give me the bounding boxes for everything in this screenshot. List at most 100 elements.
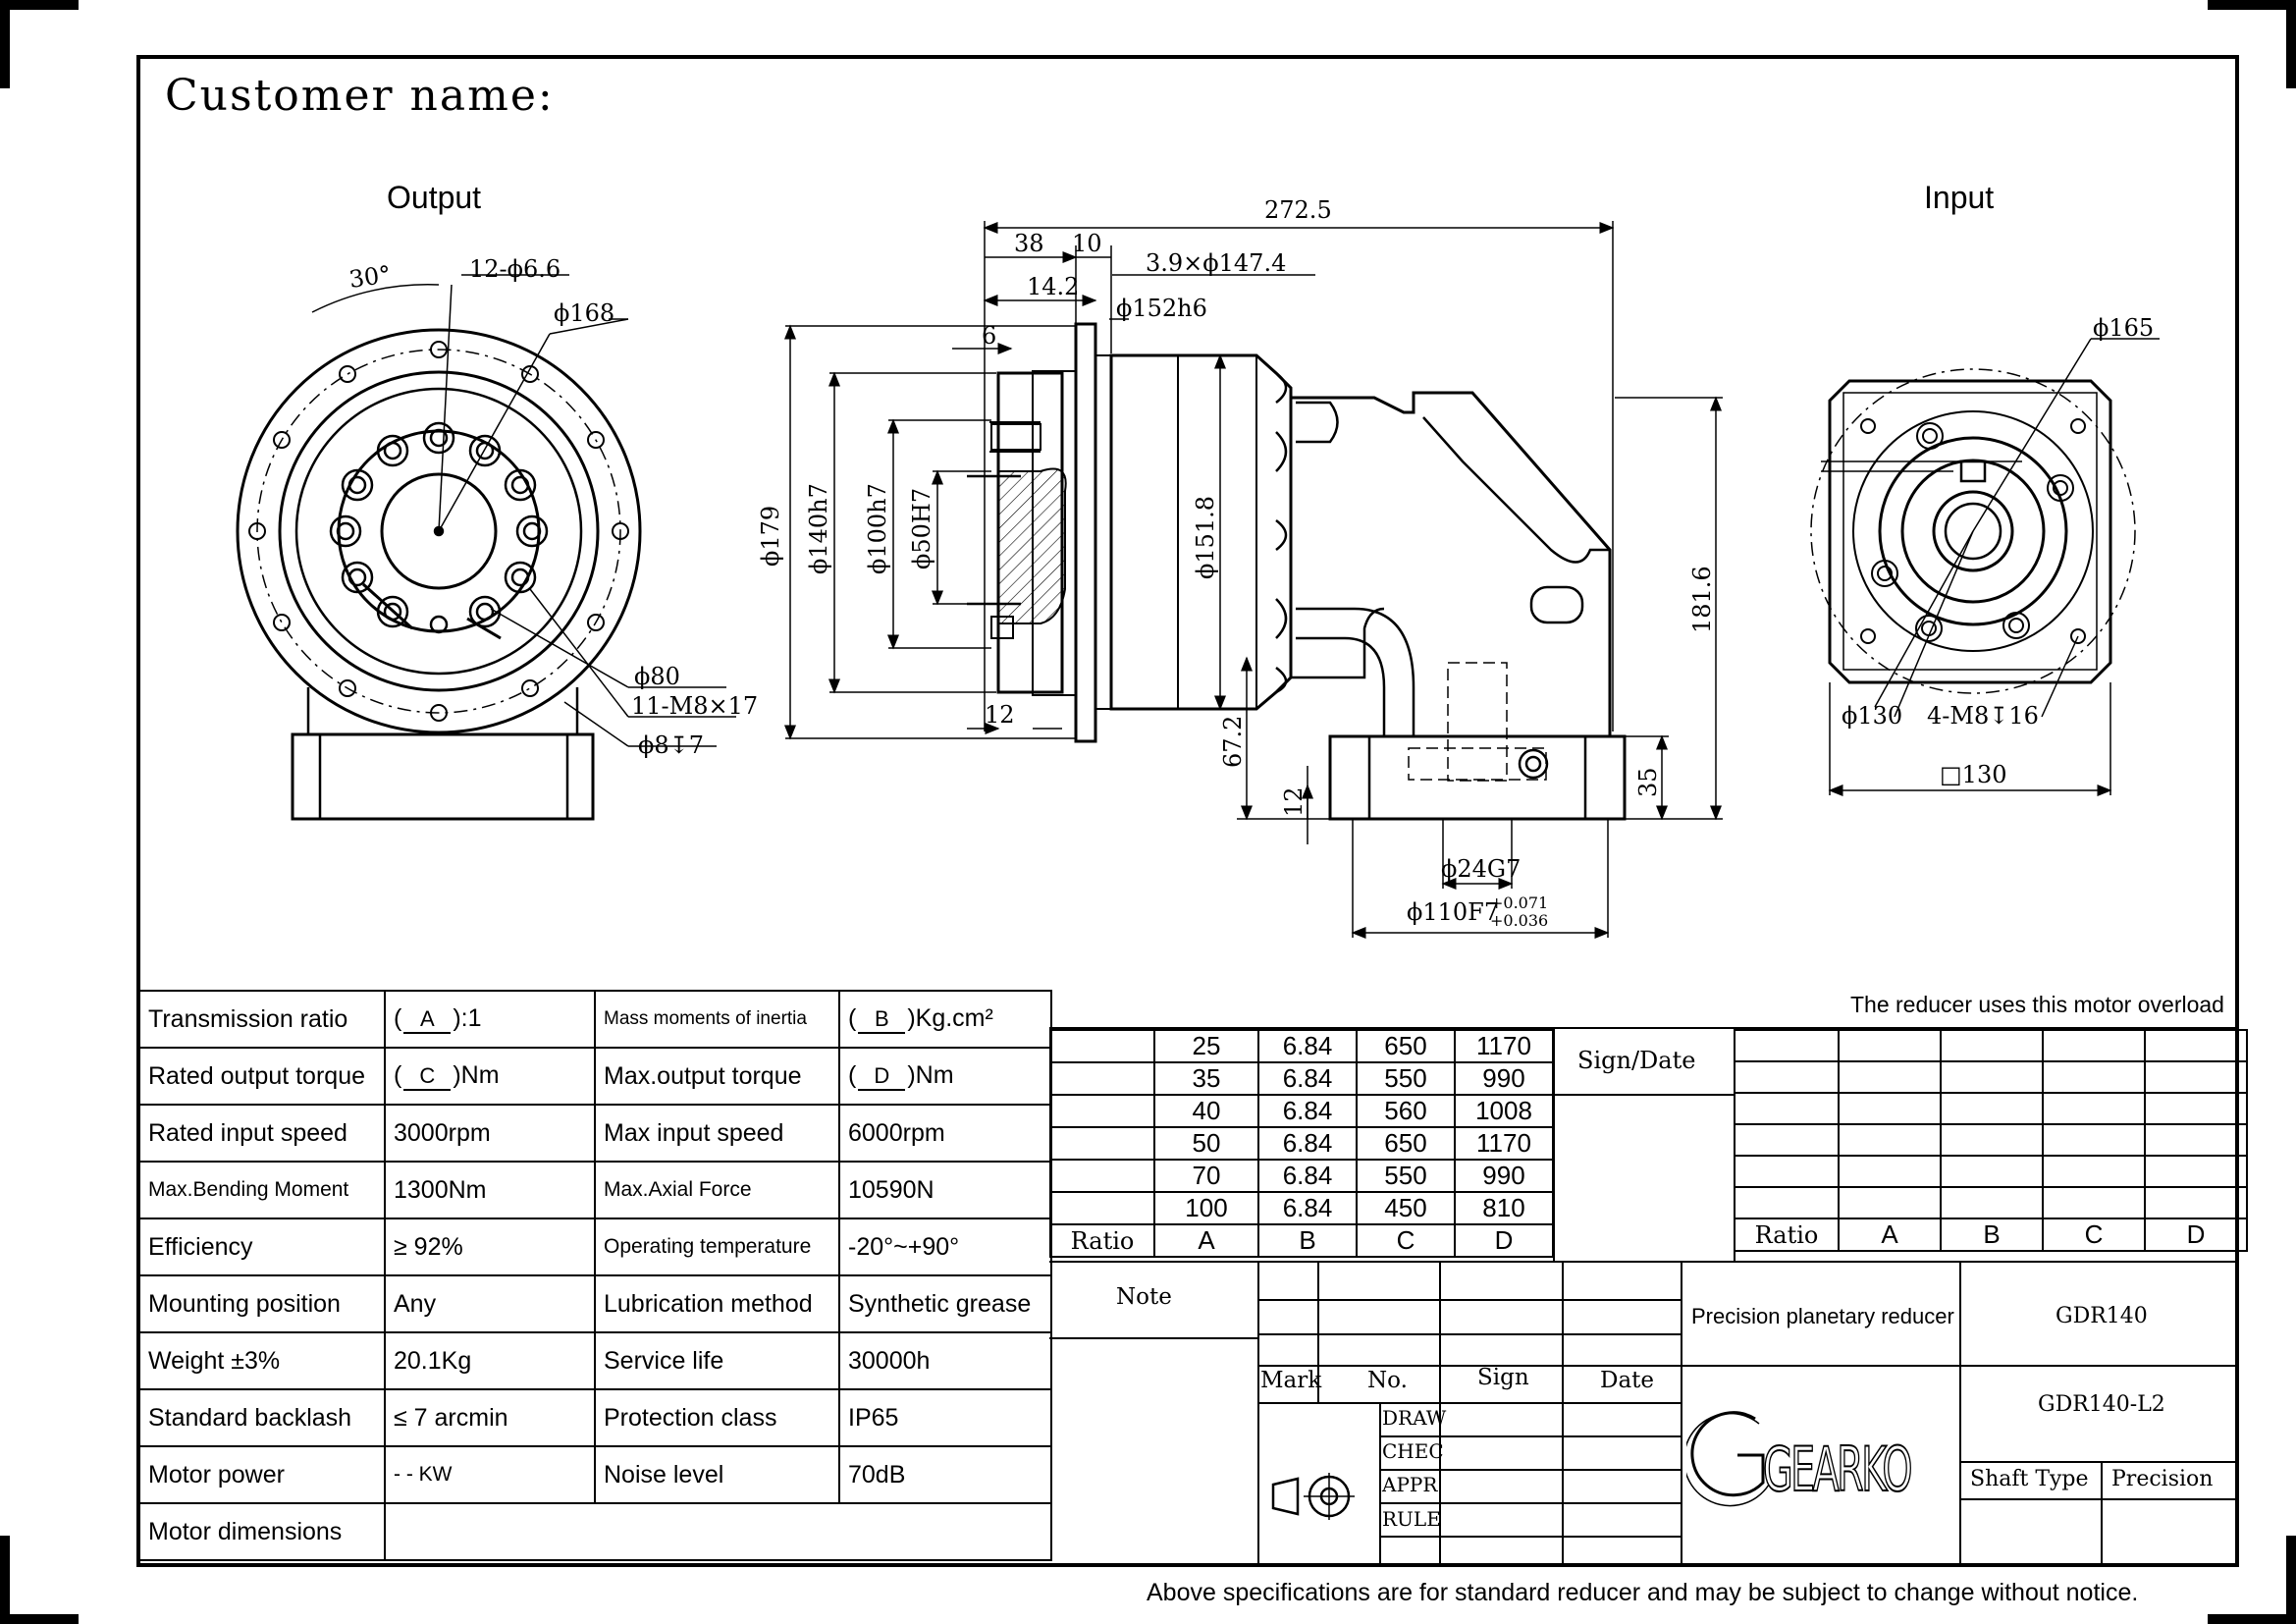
spec-value: 10590N <box>838 1161 1052 1219</box>
ratio-cell: 810 <box>1454 1191 1554 1225</box>
corner-mark <box>2286 0 2296 88</box>
ratio-cell: 50 <box>1153 1126 1259 1161</box>
spec-value: -20°~+90° <box>838 1218 1052 1276</box>
ratio-cell: 6.84 <box>1257 1094 1358 1128</box>
spec-row: Efficiency ≥ 92% Operating temperature -… <box>138 1218 1052 1276</box>
ratio-header: C <box>1356 1223 1456 1258</box>
spec-field-a: A <box>403 1006 452 1034</box>
ratio-cell: 550 <box>1356 1159 1456 1193</box>
dim-d80: ϕ80 <box>634 663 680 690</box>
note-label: Note <box>1116 1284 1172 1310</box>
sign-label: Sign <box>1477 1365 1529 1390</box>
ratio-row-blank <box>1049 1029 1155 1063</box>
spec-value: 30000h <box>838 1331 1052 1390</box>
dim-151: ϕ151.8 <box>1192 496 1219 579</box>
model-variant-label: GDR140-L2 <box>2038 1392 2165 1417</box>
ratio-table-right: Ratio A B C D <box>1734 1029 2248 1252</box>
spec-row: Mounting position Any Lubrication method… <box>138 1274 1052 1333</box>
spec-value: (B)Kg.cm² <box>838 990 1052 1049</box>
table-rule <box>1681 1261 1682 1567</box>
dim-bore-110: ϕ110F7 <box>1407 898 1499 926</box>
spec-label: Service life <box>594 1331 840 1390</box>
spec-row: Motor power - - KW Noise level 70dB <box>138 1445 1052 1504</box>
spec-label: Max.output torque <box>594 1047 840 1106</box>
motor-dimensions-value <box>384 1502 1052 1561</box>
dim-179: ϕ179 <box>757 506 784 567</box>
dim-tol-lower: +0.036 <box>1490 911 1548 930</box>
table-rule <box>1049 1261 2239 1263</box>
ratio-header-row: Ratio A B C D <box>1049 1223 1554 1258</box>
spec-value: (D)Nm <box>838 1047 1052 1106</box>
spec-row: Transmission ratio (A):1 Mass moments of… <box>138 990 1052 1049</box>
corner-mark <box>2208 0 2296 10</box>
dim-tap-output: 11-M8×17 <box>631 692 758 720</box>
dim-35: 35 <box>1634 767 1662 797</box>
dim-pcd-168: ϕ168 <box>554 299 614 327</box>
spec-label: Transmission ratio <box>138 990 386 1049</box>
spec-value: - - KW <box>384 1445 596 1504</box>
corner-mark <box>2208 1614 2296 1624</box>
gearko-logo: GEARKO <box>1686 1411 1916 1507</box>
ratio-cell: 40 <box>1153 1094 1259 1128</box>
table-rule <box>1049 1337 1257 1339</box>
spec-label: Max.Axial Force <box>594 1161 840 1219</box>
dim-12: 12 <box>985 701 1015 729</box>
dim-spigot: ϕ152h6 <box>1116 295 1207 322</box>
spec-value: ≥ 92% <box>384 1218 596 1276</box>
spec-label: Motor dimensions <box>138 1502 386 1561</box>
dim-6: 6 <box>982 322 996 350</box>
ratio-cell: 1170 <box>1454 1126 1554 1161</box>
spec-label: Motor power <box>138 1445 386 1504</box>
table-rule <box>1379 1402 1381 1567</box>
ratio-header: D <box>1454 1223 1554 1258</box>
spec-label: Protection class <box>594 1388 840 1447</box>
spec-label: Weight ±3% <box>138 1331 386 1390</box>
spec-label: Mounting position <box>138 1274 386 1333</box>
table-rule <box>1257 1365 1681 1367</box>
ratio-cell: 990 <box>1454 1061 1554 1096</box>
spec-label: Rated input speed <box>138 1104 386 1163</box>
ratio-header: Ratio <box>1049 1223 1155 1258</box>
footer-disclaimer: Above specifications are for standard re… <box>1147 1579 2139 1606</box>
dim-38: 38 <box>1014 230 1044 257</box>
spec-label: Mass moments of inertia <box>594 990 840 1049</box>
corner-mark <box>0 1614 79 1624</box>
date-label: Date <box>1600 1368 1655 1393</box>
spec-label: Rated output torque <box>138 1047 386 1106</box>
spec-label: Efficiency <box>138 1218 386 1276</box>
dim-14-2: 14.2 <box>1027 273 1079 300</box>
ratio-header: B <box>1257 1223 1358 1258</box>
overload-note: The reducer uses this motor overload <box>1850 992 2224 1017</box>
ratio-cell: 450 <box>1356 1191 1456 1225</box>
dim-100: ϕ100h7 <box>864 483 891 574</box>
side-view <box>784 221 1723 939</box>
dim-angle-30: 30° <box>347 260 393 294</box>
corner-mark <box>0 1536 10 1624</box>
dim-181: 181.6 <box>1688 566 1716 633</box>
spec-value: Any <box>384 1274 596 1333</box>
ratio-cell: 990 <box>1454 1159 1554 1193</box>
spec-value: IP65 <box>838 1388 1052 1447</box>
sign-date-label: Sign/Date <box>1577 1047 1696 1074</box>
chec-label: CHEC <box>1382 1439 1444 1463</box>
dim-holes-output: 12-ϕ6.6 <box>469 255 561 283</box>
spec-row: Max.Bending Moment 1300Nm Max.Axial Forc… <box>138 1161 1052 1219</box>
spec-value: (A):1 <box>384 990 596 1049</box>
ratio-cell: 6.84 <box>1257 1061 1358 1096</box>
input-view <box>1810 338 2160 796</box>
table-rule <box>1317 1261 1319 1402</box>
input-view-title: Input <box>1924 180 1995 215</box>
table-rule <box>1734 1027 1735 1261</box>
product-name: Precision planetary reducer <box>1691 1304 1954 1328</box>
spec-field-c: C <box>403 1063 452 1091</box>
table-rule <box>1257 1333 1681 1335</box>
spec-value: 3000rpm <box>384 1104 596 1163</box>
ratio-cell: 6.84 <box>1257 1029 1358 1063</box>
ratio-header: Ratio <box>1734 1218 1840 1252</box>
ratio-cell: 650 <box>1356 1029 1456 1063</box>
